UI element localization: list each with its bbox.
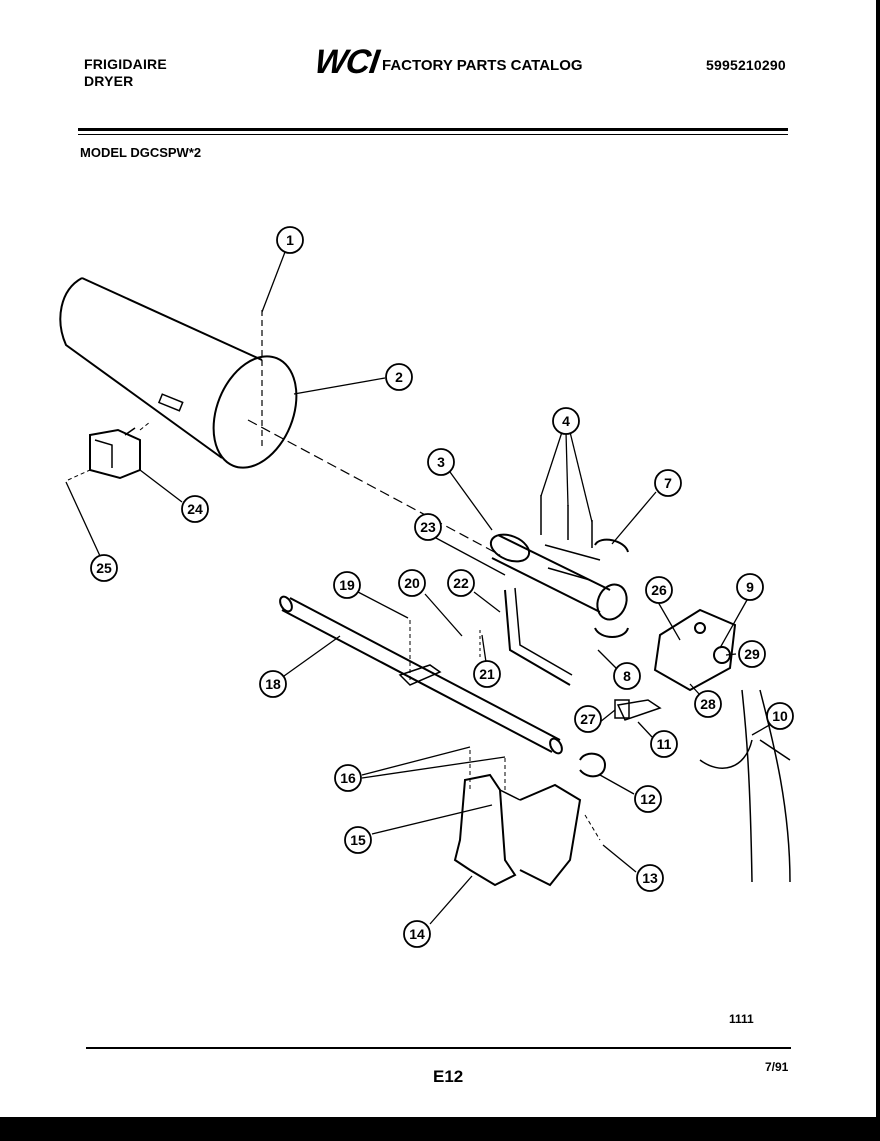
exploded-parts-diagram: 1234723269292882425192022211827111016121… (59, 226, 794, 948)
callout-circle (447, 569, 475, 597)
callout-number: 9 (746, 579, 754, 595)
callout-26: 26 (645, 576, 673, 604)
callout-11: 11 (650, 730, 678, 758)
callout-16: 16 (334, 764, 362, 792)
callout-circle (398, 569, 426, 597)
callout-circle (574, 705, 602, 733)
callout-number: 11 (657, 736, 672, 752)
burner-tube (281, 597, 561, 753)
callout-number: 21 (479, 666, 495, 682)
callout-10: 10 (766, 702, 794, 730)
callout-circle (427, 448, 455, 476)
revision-date: 7/91 (765, 1060, 789, 1074)
callout-23: 23 (414, 513, 442, 541)
callout-number: 26 (651, 582, 667, 598)
callout-8: 8 (613, 662, 641, 690)
callout-circle (736, 573, 764, 601)
callout-circle (334, 764, 362, 792)
callout-circle (650, 730, 678, 758)
callout-number: 25 (96, 560, 112, 576)
callout-circle (181, 495, 209, 523)
callout-circle (694, 690, 722, 718)
callout-circle (414, 513, 442, 541)
callout-circle (636, 864, 664, 892)
callout-number: 13 (642, 870, 658, 886)
product-type: DRYER (84, 73, 134, 89)
callout-circle (90, 554, 118, 582)
callout-circle (259, 670, 287, 698)
callout-number: 28 (700, 696, 716, 712)
callout-18: 18 (259, 670, 287, 698)
callout-circle (552, 407, 580, 435)
callout-29: 29 (738, 640, 766, 668)
callout-28: 28 (694, 690, 722, 718)
callout-number: 8 (623, 668, 631, 684)
callout-circle (634, 785, 662, 813)
part-number: 5995210290 (706, 57, 786, 73)
callout-number: 18 (265, 676, 281, 692)
callout-circle (738, 640, 766, 668)
header-rule-thin (78, 134, 788, 135)
brand-name: FRIGIDAIRE (84, 56, 167, 72)
callout-circle (344, 826, 372, 854)
model-label: MODEL DGCSPW*2 (80, 145, 202, 160)
callout-14: 14 (403, 920, 431, 948)
callout-1: 1 (276, 226, 304, 254)
callout-2: 2 (385, 363, 413, 391)
callout-number: 14 (409, 926, 425, 942)
callout-number: 7 (664, 475, 672, 491)
callout-19: 19 (333, 571, 361, 599)
callout-15: 15 (344, 826, 372, 854)
burner-tube-end (596, 583, 628, 621)
callout-number: 22 (453, 575, 469, 591)
callout-25: 25 (90, 554, 118, 582)
switch-bracket (89, 428, 141, 480)
brand-block: FRIGIDAIRE DRYER (84, 56, 167, 90)
callout-number: 1 (286, 232, 294, 248)
catalog-title: FACTORY PARTS CATALOG (382, 57, 583, 74)
drum-outline (59, 277, 223, 459)
callout-number: 19 (339, 577, 355, 593)
callout-9: 9 (736, 573, 764, 601)
callout-20: 20 (398, 569, 426, 597)
callout-circle (403, 920, 431, 948)
callout-circle (473, 660, 501, 688)
callout-7: 7 (654, 469, 682, 497)
callout-number: 20 (404, 575, 420, 591)
gas-valve (653, 608, 737, 692)
callout-number: 12 (640, 791, 656, 807)
header-rule-thick (78, 128, 788, 131)
catalog-page: FRIGIDAIRE DRYER WCI FACTORY PARTS CATAL… (0, 0, 876, 1117)
callout-circle (654, 469, 682, 497)
page-number: E12 (433, 1067, 464, 1086)
callout-circle (333, 571, 361, 599)
callout-24: 24 (181, 495, 209, 523)
callout-number: 24 (187, 501, 203, 517)
drum-rim (212, 355, 298, 469)
callout-number: 2 (395, 369, 403, 385)
callout-number: 27 (580, 711, 596, 727)
callout-3: 3 (427, 448, 455, 476)
callout-circle (766, 702, 794, 730)
callout-number: 15 (350, 832, 366, 848)
callout-21: 21 (473, 660, 501, 688)
callout-number: 10 (772, 708, 788, 724)
diagram-code: 1111 (729, 1012, 754, 1026)
callout-22: 22 (447, 569, 475, 597)
callout-circle (276, 226, 304, 254)
callout-13: 13 (636, 864, 664, 892)
callout-circle (645, 576, 673, 604)
callout-12: 12 (634, 785, 662, 813)
callout-number: 4 (562, 413, 570, 429)
callout-circle (385, 363, 413, 391)
callout-number: 3 (437, 454, 445, 470)
callout-number: 29 (744, 646, 760, 662)
callout-number: 23 (420, 519, 436, 535)
valve-bracket (453, 773, 517, 887)
footer-rule (86, 1047, 791, 1049)
callout-27: 27 (574, 705, 602, 733)
callout-number: 16 (340, 770, 356, 786)
callout-4: 4 (552, 407, 580, 435)
callout-circle (613, 662, 641, 690)
